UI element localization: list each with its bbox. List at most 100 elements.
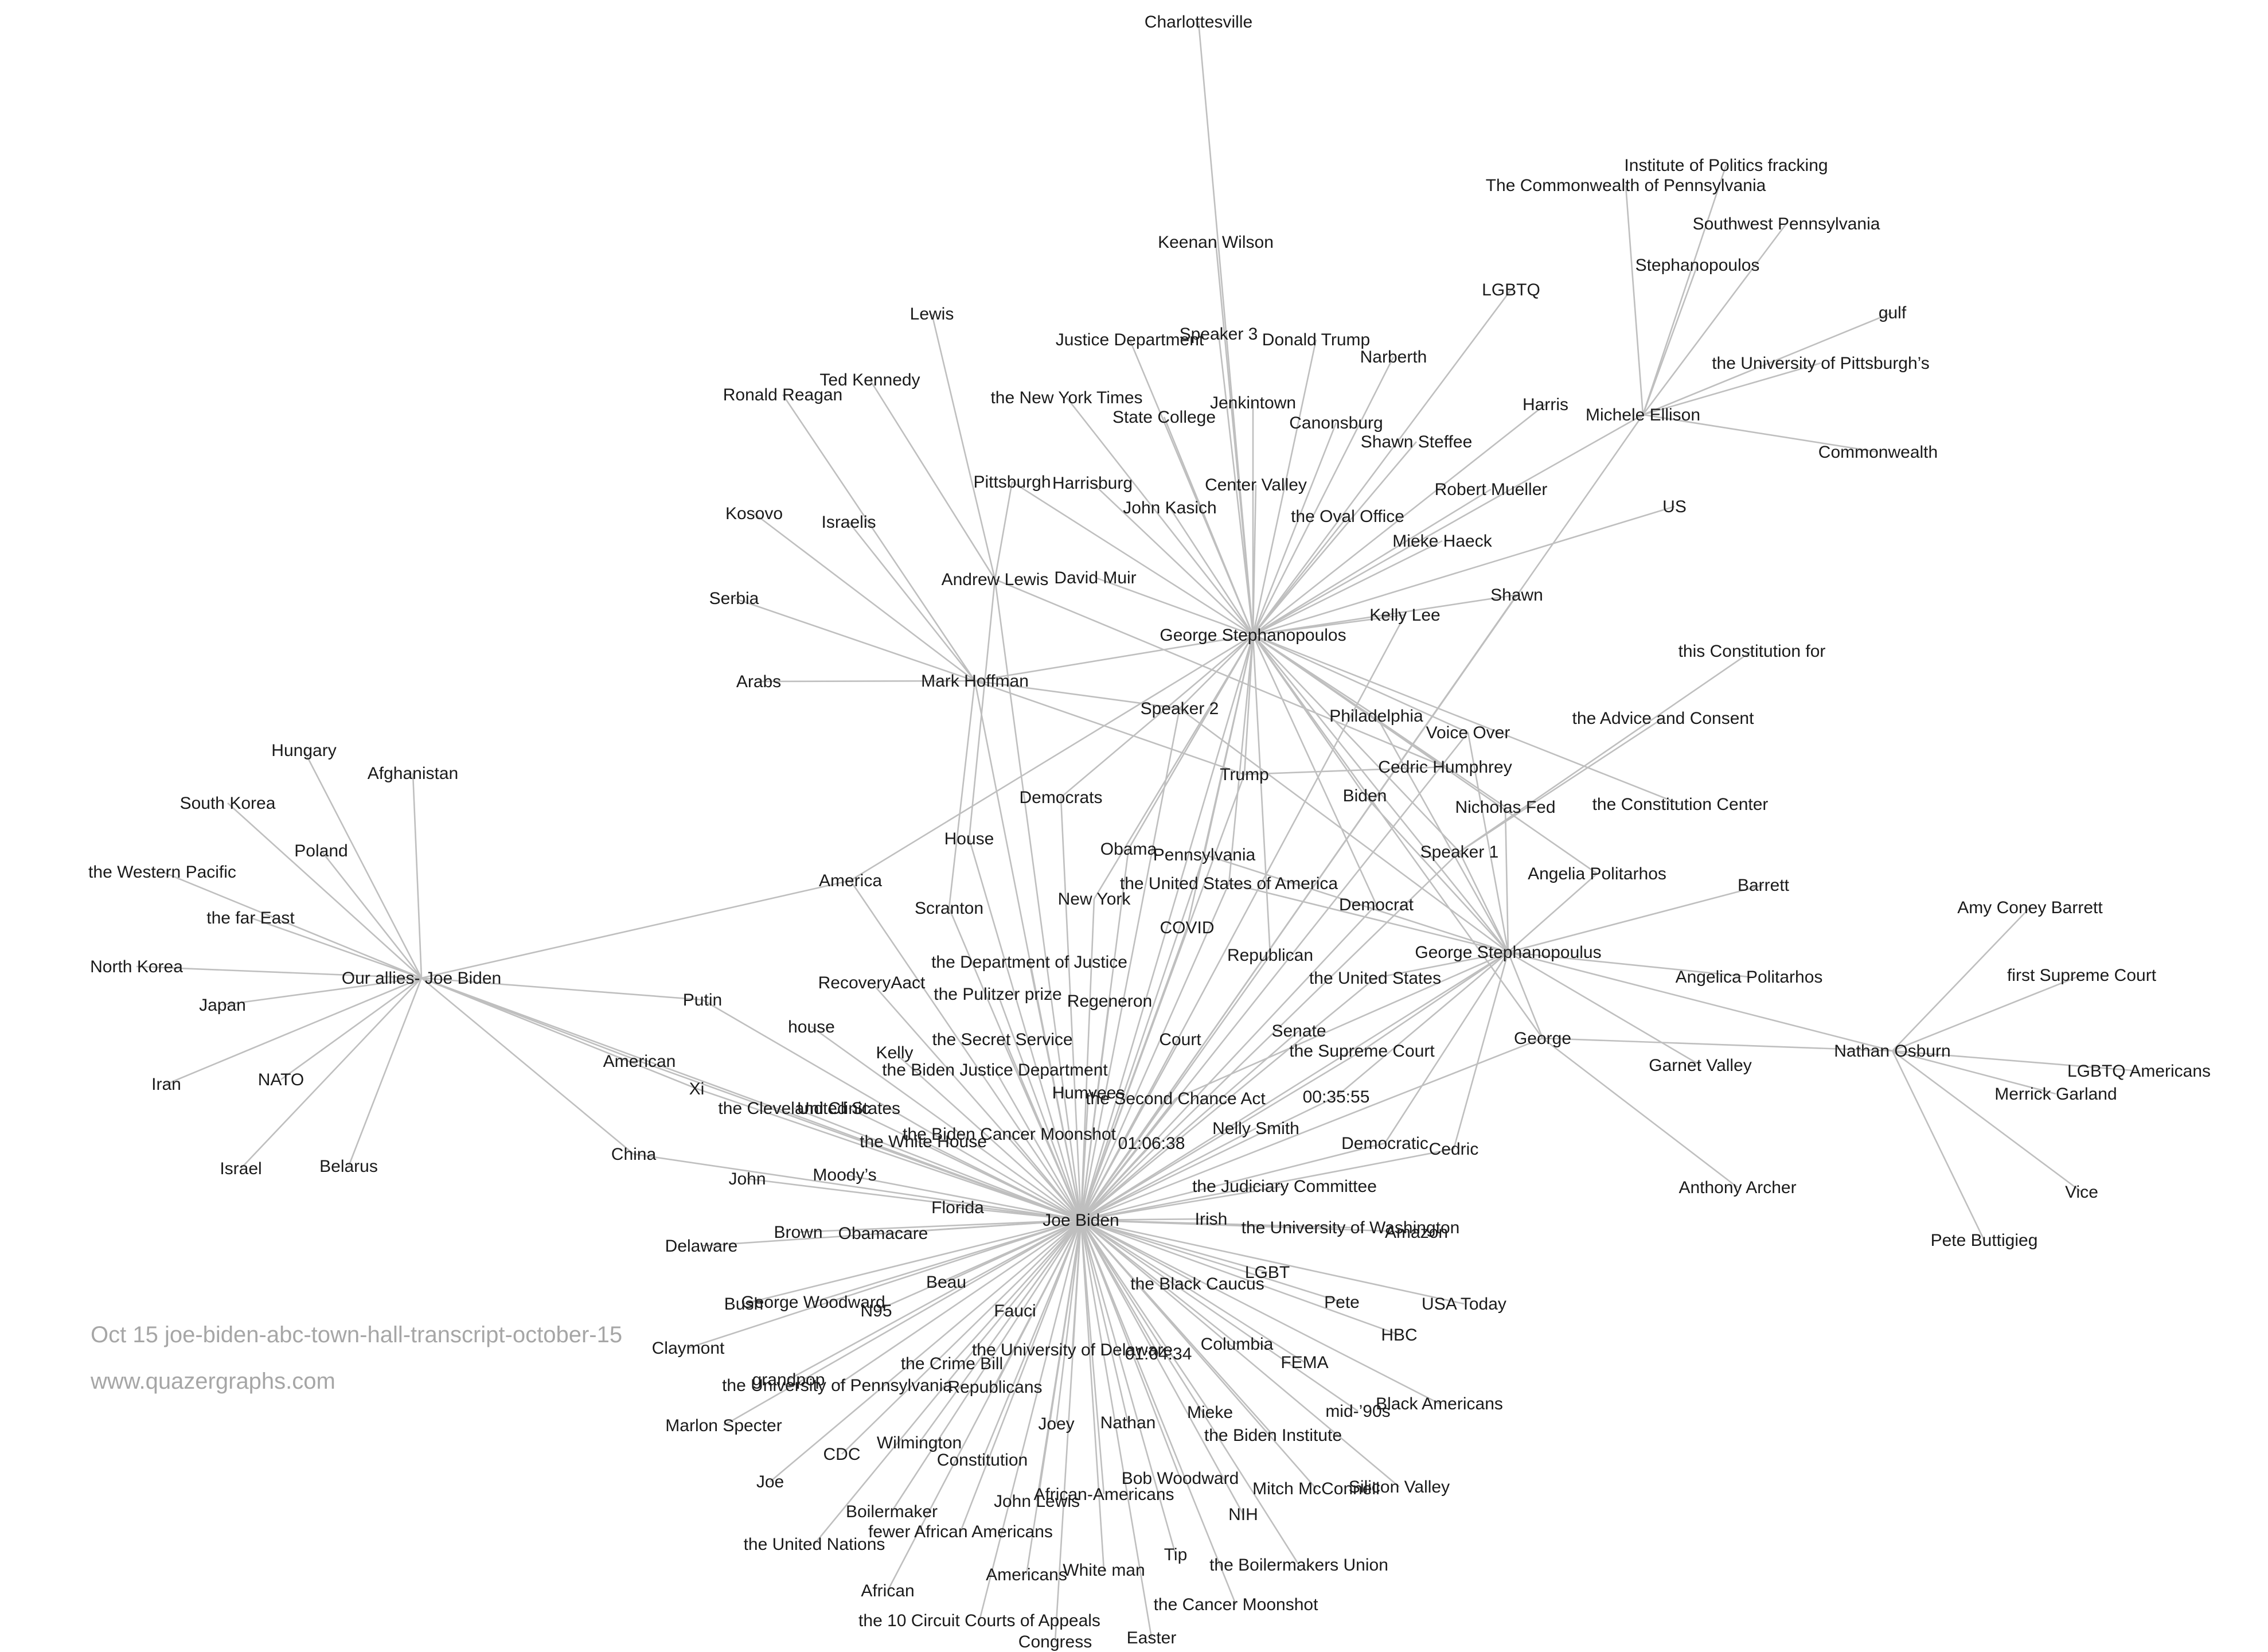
node-label-narberth: Narberth [1360, 348, 1427, 367]
node-label-recoveryaact: RecoveryAact [818, 973, 926, 992]
node-label-democrat: Democrat [1339, 895, 1414, 914]
graph-edge [959, 1219, 1082, 1532]
node-label-stephanopoulos: George Stephanopoulos [1160, 626, 1346, 645]
node-label-biden: Biden [1343, 786, 1387, 805]
node-label-irish: Irish [1195, 1210, 1228, 1229]
graph-edge [1642, 414, 1879, 453]
graph-edge [1217, 333, 1254, 636]
graph-edge [1891, 1050, 1985, 1241]
graph-edge [1252, 540, 1443, 636]
node-label-vice: Vice [2065, 1183, 2098, 1202]
node-label-commonwealth: Commonwealth [1818, 443, 1938, 462]
graph-edge [1025, 1219, 1082, 1575]
node-label-iran: Iran [151, 1075, 181, 1094]
node-label-this-constitution: this Constitution for [1678, 642, 1826, 661]
node-label-philadelphia: Philadelphia [1329, 707, 1423, 726]
graph-edge [421, 977, 703, 1001]
node-label-usa: the United States of America [1120, 874, 1338, 893]
node-label-biden-institute: the Biden Institute [1204, 1426, 1342, 1445]
graph-edge [1508, 873, 1598, 953]
node-label-pete: Pete [1324, 1293, 1360, 1312]
node-label-democrats: Democrats [1019, 788, 1102, 807]
node-label-shawn: Shawn [1490, 586, 1543, 605]
node-label-pete-buttigieg: Pete Buttigieg [1931, 1231, 2038, 1250]
graph-edge [639, 1060, 1082, 1221]
node-label-allies: Our allies- Joe Biden [342, 969, 501, 988]
node-label-doj: the Department of Justice [931, 953, 1127, 972]
graph-edge [1892, 1050, 2056, 1095]
node-label-cedric-humphrey: Cedric Humphrey [1378, 758, 1512, 777]
node-label-serbia: Serbia [709, 589, 759, 608]
node-label-putin: Putin [683, 991, 722, 1010]
graph-edge [1080, 1219, 1317, 1489]
node-label-speaker3: Speaker 3 [1180, 325, 1258, 344]
graph-edge [348, 977, 423, 1167]
graph-edges [136, 21, 2140, 1642]
node-label-john-kasich: John Kasich [1123, 498, 1216, 517]
node-label-keenan: Keenan Wilson [1158, 233, 1274, 252]
graph-edge [1080, 1030, 1299, 1221]
graph-edge [1080, 1050, 1363, 1221]
node-label-kosovo: Kosovo [725, 504, 783, 523]
node-label-humvees: Humvees [1052, 1084, 1125, 1102]
graph-edge [1542, 1037, 1893, 1052]
graph-edge [1080, 1000, 1111, 1221]
node-label-robert-mueller: Robert Mueller [1435, 480, 1548, 499]
graph-edge [848, 521, 976, 681]
node-label-lgbtq: LGBTQ [1482, 280, 1540, 299]
graph-edge [1060, 634, 1254, 798]
node-label-cancer-moonshot-biden: the Biden Cancer Moonshot [903, 1125, 1117, 1144]
node-label-usa-today: USA Today [1422, 1295, 1506, 1314]
graph-edge [1080, 732, 1469, 1221]
node-label-state-college: State College [1112, 408, 1216, 427]
node-label-nelly-smith: Nelly Smith [1212, 1119, 1299, 1138]
graph-edge [1080, 1219, 1300, 1565]
node-label-cleveland: the Cleveland Clinic [718, 1099, 870, 1118]
graph-edge [794, 1107, 1082, 1221]
node-label-center-valley: Center Valley [1205, 476, 1307, 494]
graph-edge [978, 1219, 1082, 1621]
graph-edge [1080, 1092, 1090, 1221]
node-label-constitution-center: the Constitution Center [1592, 795, 1769, 814]
graph-edge [1467, 732, 1509, 953]
node-label-wilmington: Wilmington [877, 1433, 962, 1452]
node-label-mieke-haeck: Mieke Haeck [1392, 532, 1492, 551]
node-label-moodys: Moody’s [813, 1166, 876, 1185]
node-label-black-americans: Black Americans [1376, 1394, 1503, 1413]
graph-edge [1252, 356, 1395, 636]
node-label-claymont: Claymont [652, 1339, 725, 1358]
node-label-covid: COVID [1160, 918, 1214, 937]
graph-edge [1507, 952, 1544, 1039]
node-label-cdc: CDC [823, 1445, 861, 1464]
graph-edge [968, 838, 1082, 1221]
graph-edge [849, 880, 1082, 1221]
node-label-u-penn: the University of Pennsylvania [722, 1376, 953, 1395]
graph-edge [1892, 907, 2031, 1051]
node-label-n95: N95 [860, 1302, 892, 1320]
graph-edge [1080, 1037, 1543, 1221]
graph-edge [1252, 484, 1257, 636]
node-label-canonsburg: Canonsburg [1289, 414, 1383, 433]
node-label-george: George [1514, 1029, 1571, 1048]
node-label-grandpop: grandpop [752, 1370, 825, 1389]
graph-edge [747, 1178, 1082, 1221]
node-label-african: African [861, 1581, 914, 1600]
node-label-americans: Americans [986, 1565, 1067, 1584]
graph-edge [1080, 1142, 1385, 1221]
node-label-pulitzer: the Pulitzer prize [934, 985, 1061, 1004]
graph-edge [1625, 185, 1644, 415]
graph-edge [250, 917, 422, 979]
node-label-black-caucus: the Black Caucus [1130, 1275, 1264, 1293]
node-label-stephanopoulus: George Stephanopoulus [1415, 943, 1601, 962]
graph-edge [813, 1219, 1082, 1545]
node-label-amy-coney: Amy Coney Barrett [1957, 898, 2103, 917]
graph-edge [923, 1140, 1082, 1221]
node-label-boilermakers-union: the Boilermakers Union [1209, 1556, 1388, 1575]
graph-edge [887, 1219, 1082, 1591]
graph-edge [974, 634, 1254, 682]
graph-edge [1252, 634, 1377, 905]
graph-edge [1642, 264, 1699, 415]
node-label-scranton: Scranton [915, 899, 983, 918]
